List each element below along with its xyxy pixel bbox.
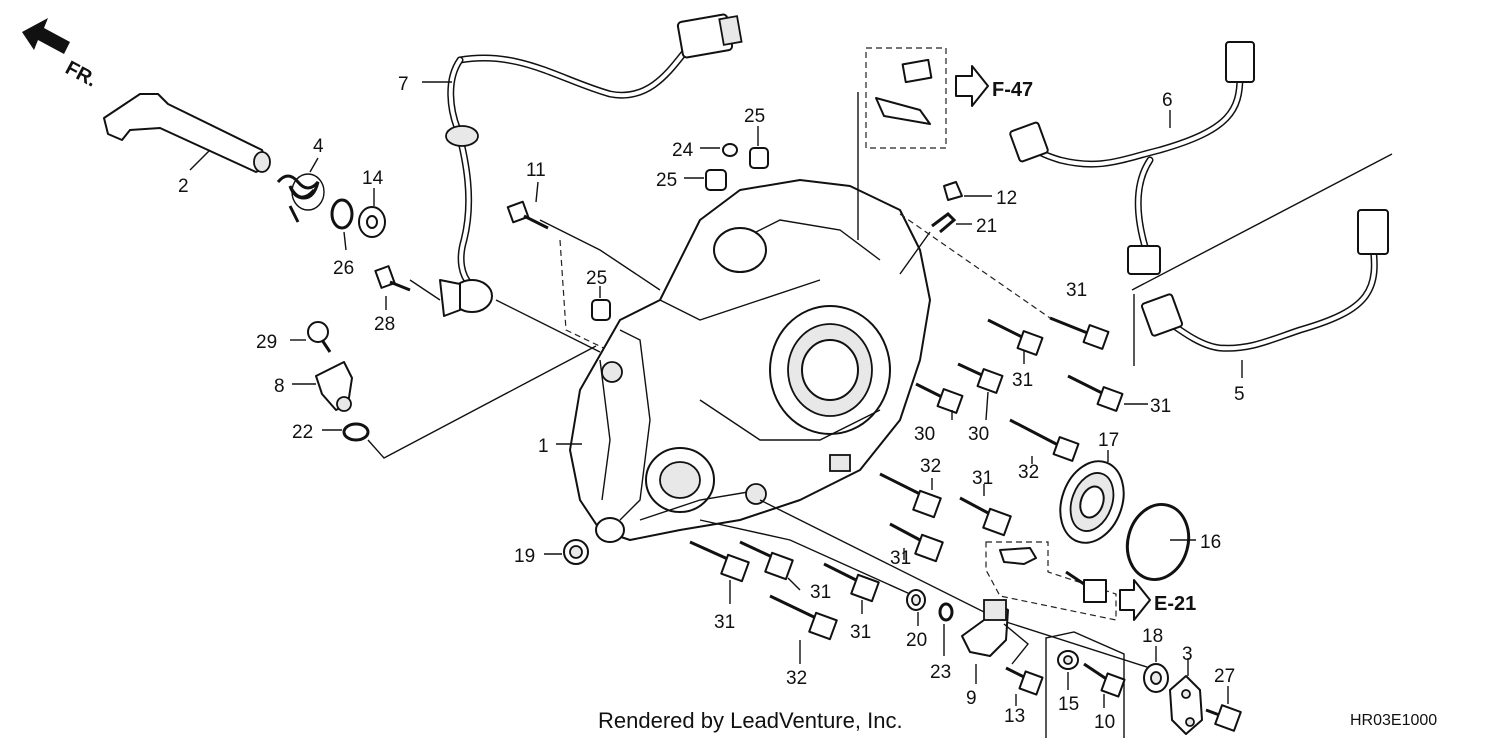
callout-5: 5 (1234, 384, 1245, 405)
callout-32-b: 32 (920, 456, 941, 477)
o-ring-23-part[interactable] (938, 602, 954, 622)
bolt-11-part[interactable] (506, 200, 549, 230)
callout-24: 24 (672, 140, 694, 161)
callout-31-g: 31 (714, 612, 735, 633)
callout-25-top: 25 (744, 106, 765, 127)
callout-31-e: 31 (890, 548, 911, 569)
callout-20: 20 (906, 630, 927, 651)
washer-15-part[interactable] (1057, 650, 1079, 670)
bolt-10-part[interactable] (1083, 662, 1126, 698)
callout-7: 7 (398, 74, 409, 95)
callout-28: 28 (374, 314, 395, 335)
callout-26: 26 (333, 258, 354, 279)
bolt-32c-part[interactable] (769, 594, 838, 641)
seal-20-part[interactable] (906, 589, 926, 611)
callout-14: 14 (362, 168, 384, 189)
ref-label-f47: F-47 (992, 79, 1033, 101)
f47-reference-box (865, 47, 989, 149)
front-direction-label: FR. (62, 57, 101, 92)
callout-30-a: 30 (914, 424, 935, 445)
bolt-13-part[interactable] (1005, 666, 1044, 696)
return-spring-part[interactable] (276, 173, 325, 223)
bolt-31f-part[interactable] (689, 540, 750, 583)
callout-23: 23 (930, 662, 951, 683)
circlip-part[interactable] (330, 198, 354, 230)
callout-19: 19 (514, 546, 535, 567)
callout-31-d: 31 (972, 468, 993, 489)
bearing-17-part[interactable] (1049, 452, 1134, 551)
bolt-32a-part[interactable] (1009, 418, 1080, 462)
dowel-pin-25a-part[interactable] (749, 147, 769, 169)
sensor-9-part[interactable] (961, 599, 1009, 657)
bolt-31e-part[interactable] (889, 522, 944, 563)
oil-seal-19-part[interactable] (563, 539, 589, 565)
clip-21-part[interactable] (931, 212, 957, 234)
bolt-28-part[interactable] (374, 265, 411, 292)
callout-4: 4 (313, 136, 324, 157)
diagram-code: HR03E1000 (1350, 712, 1438, 729)
seal-18-part[interactable] (1143, 663, 1169, 693)
bolt-30b-part[interactable] (957, 362, 1004, 394)
callout-13: 13 (1004, 706, 1025, 727)
bolt-31d-part[interactable] (959, 496, 1012, 537)
callout-16: 16 (1200, 532, 1221, 553)
harness-6-part[interactable] (1009, 41, 1255, 275)
callout-1: 1 (538, 436, 549, 457)
bracket-3-part[interactable] (1169, 675, 1203, 735)
callout-31-b: 31 (1012, 370, 1033, 391)
callout-22: 22 (292, 422, 313, 443)
callout-10: 10 (1094, 712, 1115, 733)
bolt-30a-part[interactable] (915, 382, 964, 414)
callout-29: 29 (256, 332, 277, 353)
callout-15: 15 (1058, 694, 1079, 715)
callout-30-b: 30 (968, 424, 989, 445)
bolt-32b-part[interactable] (879, 472, 942, 519)
callout-11: 11 (526, 160, 546, 181)
bolt-31h-part[interactable] (823, 562, 880, 603)
callout-25-low: 25 (586, 268, 607, 289)
sensor-harness-part[interactable] (439, 13, 743, 317)
speed-sensor-part[interactable] (315, 361, 353, 412)
callout-12: 12 (996, 188, 1017, 209)
footer-credit: Rendered by LeadVenture, Inc. (598, 708, 903, 733)
callout-18: 18 (1142, 626, 1163, 647)
callout-17: 17 (1098, 430, 1119, 451)
divider-line (1131, 153, 1393, 291)
dowel-pin-25b-part[interactable] (705, 169, 727, 191)
callout-25-mid: 25 (656, 170, 677, 191)
cap-12-part[interactable] (943, 181, 963, 201)
front-direction-arrow-icon (22, 18, 70, 54)
callout-32-a: 32 (1018, 462, 1039, 483)
o-ring-part[interactable] (342, 422, 370, 442)
callout-6: 6 (1162, 90, 1173, 111)
callout-31-c: 31 (1150, 396, 1171, 417)
bolt-31b-part[interactable] (987, 318, 1044, 356)
callout-27: 27 (1214, 666, 1235, 687)
e21-reference-box (985, 541, 1151, 621)
dowel-pin-25c-part[interactable] (591, 299, 611, 321)
callout-31-f: 31 (810, 582, 831, 603)
washer-24-part[interactable] (722, 143, 738, 157)
callout-32-c: 32 (786, 668, 807, 689)
ref-label-e21: E-21 (1154, 593, 1196, 615)
callout-8: 8 (274, 376, 285, 397)
bolt-31c-part[interactable] (1067, 374, 1124, 412)
bolt-31a-part[interactable] (1049, 316, 1110, 350)
snap-ring-16-part[interactable] (1119, 498, 1197, 587)
callout-21: 21 (976, 216, 997, 237)
bolt-31g-part[interactable] (739, 540, 794, 581)
callout-3: 3 (1182, 644, 1193, 665)
bolt-27-part[interactable] (1205, 704, 1242, 732)
shift-shaft-part[interactable] (103, 93, 271, 173)
callout-31-a: 31 (1066, 280, 1087, 301)
rear-crankcase-cover-part[interactable] (569, 179, 931, 543)
callout-31-h: 31 (850, 622, 871, 643)
washer-part[interactable] (358, 206, 386, 238)
callout-9: 9 (966, 688, 977, 709)
harness-5-part[interactable] (1140, 209, 1389, 352)
bolt-29-part[interactable] (307, 321, 332, 353)
callout-2: 2 (178, 176, 189, 197)
